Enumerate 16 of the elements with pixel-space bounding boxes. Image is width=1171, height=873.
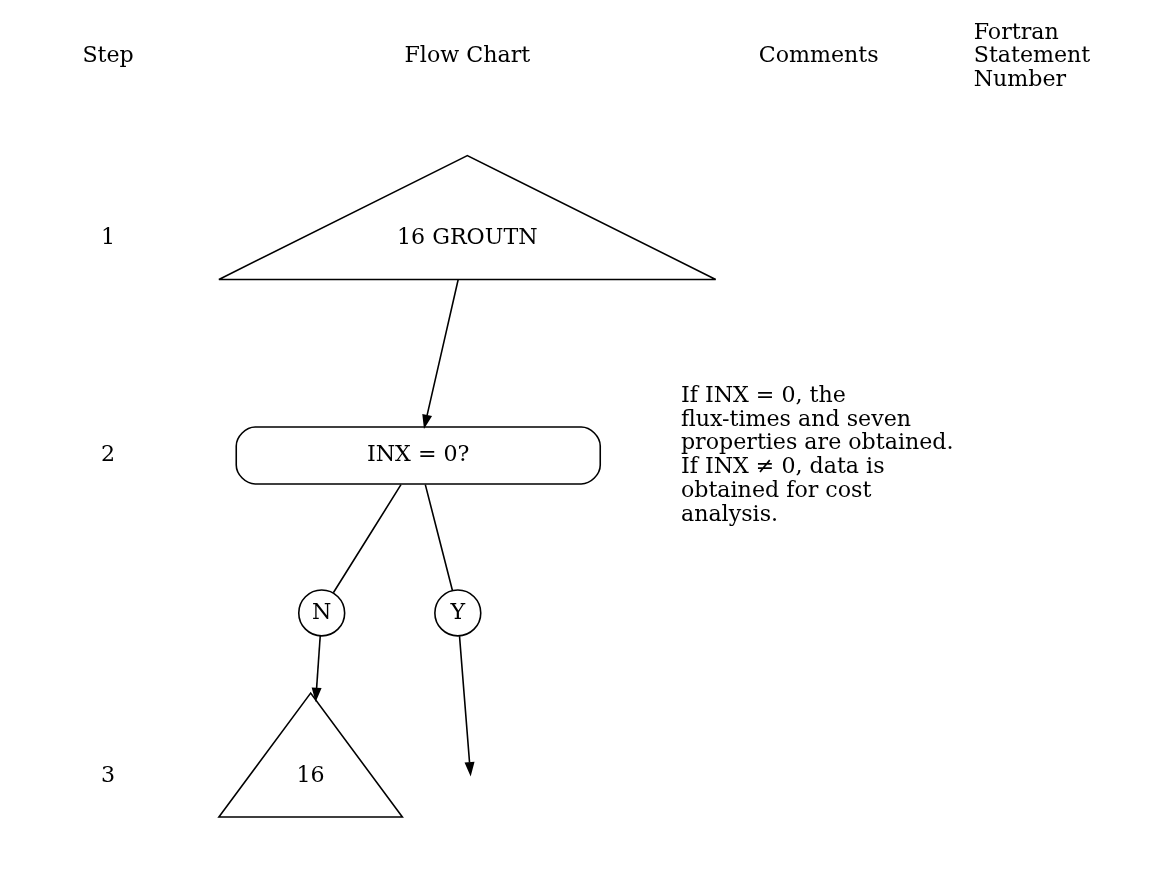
- label: Flow Chart: [403, 41, 530, 68]
- arrow: [458, 635, 474, 777]
- arrow: [421, 278, 459, 429]
- connector: [332, 483, 402, 594]
- label: If INX = 0, the flux-times and seven properties are obtained. If INX ≠ 0, data is obtained for cost analysis.: [680, 381, 954, 526]
- node-circle: Y: [433, 589, 482, 637]
- node-box: INX = 0?: [234, 426, 601, 485]
- label: Fortran Statement Number: [973, 17, 1090, 92]
- label: 1: [100, 223, 115, 250]
- label: 3: [100, 760, 115, 787]
- label: Step: [81, 41, 134, 68]
- label: 2: [100, 440, 115, 467]
- arrow: [311, 635, 322, 702]
- connector: [424, 483, 453, 592]
- label: Comments: [758, 41, 879, 68]
- node-circle: N: [297, 589, 345, 637]
